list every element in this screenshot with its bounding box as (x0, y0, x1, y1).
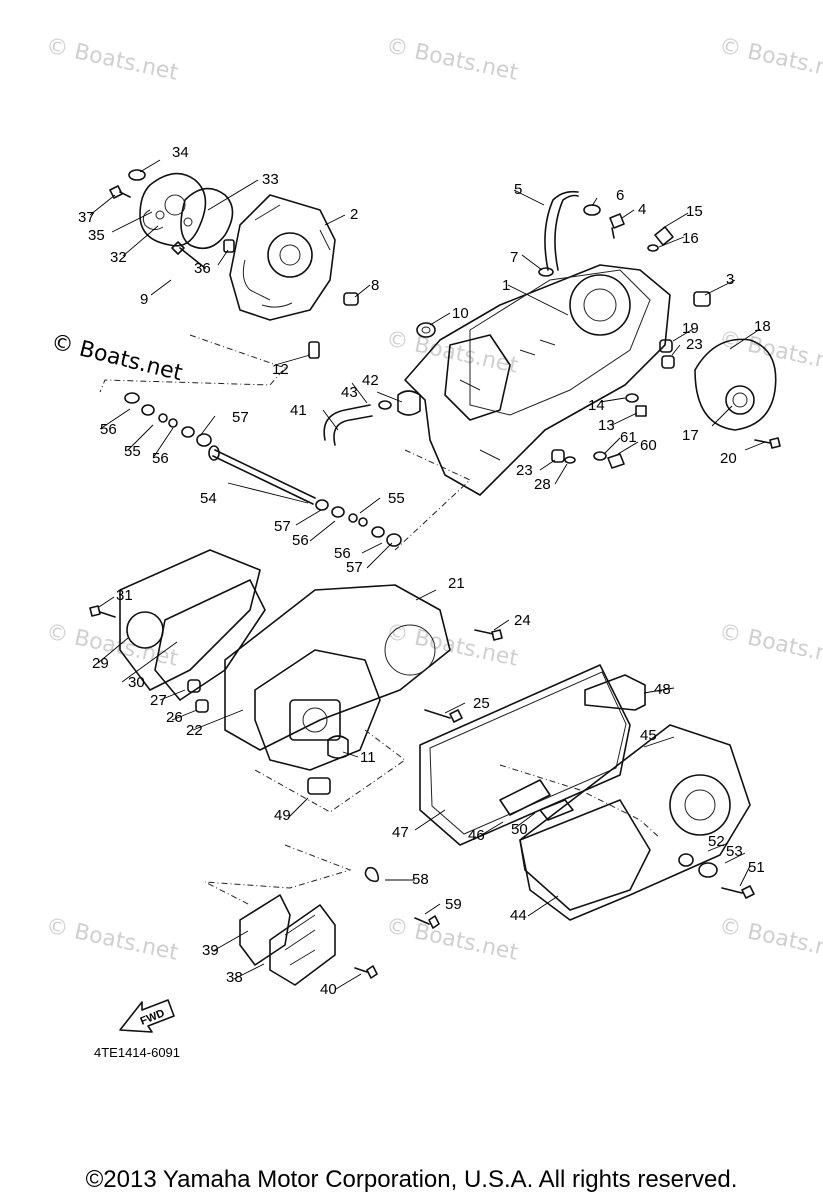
callout-18: 18 (754, 318, 771, 335)
callout-35: 35 (88, 227, 105, 244)
watermark: © Boats.net (384, 913, 521, 965)
callout-54: 54 (200, 490, 217, 507)
callout-8: 8 (371, 277, 379, 294)
callout-52: 52 (708, 833, 725, 850)
diagram-code: 4TE1414-6091 (94, 1045, 180, 1060)
callout-6: 6 (616, 187, 624, 204)
callout-33: 33 (262, 171, 279, 188)
callout-61: 61 (620, 429, 637, 446)
callout-56: 56 (152, 450, 169, 467)
callout-23: 23 (516, 462, 533, 479)
callout-38: 38 (226, 969, 243, 986)
callout-10: 10 (452, 305, 469, 322)
callout-21: 21 (448, 575, 465, 592)
callout-12: 12 (272, 361, 289, 378)
watermark: © Boats.net (44, 913, 181, 965)
overlay-watermark: © Boats.net (49, 330, 186, 387)
callout-49: 49 (274, 807, 291, 824)
callout-1: 1 (502, 277, 510, 294)
callout-58: 58 (412, 871, 429, 888)
callout-15: 15 (686, 203, 703, 220)
callout-57: 57 (346, 559, 363, 576)
callout-4: 4 (638, 201, 646, 218)
callout-28: 28 (534, 476, 551, 493)
callout-48: 48 (654, 681, 671, 698)
watermark: © Boats.net (717, 619, 823, 671)
callout-60: 60 (640, 437, 657, 454)
callout-56: 56 (100, 421, 117, 438)
callout-11: 11 (360, 749, 376, 766)
callout-56: 56 (334, 545, 351, 562)
callout-24: 24 (514, 612, 531, 629)
callout-3: 3 (726, 271, 734, 288)
callout-layer: 34 37 35 32 33 2 36 9 8 12 5 6 4 15 16 7… (78, 144, 771, 998)
copyright-notice: ©2013 Yamaha Motor Corporation, U.S.A. A… (85, 1166, 738, 1193)
callout-46: 46 (468, 827, 485, 844)
callout-41: 41 (290, 402, 307, 419)
callout-44: 44 (510, 907, 527, 924)
callout-20: 20 (720, 450, 737, 467)
callout-55: 55 (388, 490, 405, 507)
callout-45: 45 (640, 727, 657, 744)
watermark: © Boats.net (384, 619, 521, 671)
watermark: © Boats.net (717, 33, 823, 85)
callout-51: 51 (748, 859, 765, 876)
callout-9: 9 (140, 291, 148, 308)
forward-arrow: FWD (119, 999, 175, 1033)
callout-37: 37 (78, 209, 95, 226)
callout-17: 17 (682, 427, 699, 444)
callout-36: 36 (194, 260, 211, 277)
callout-29: 29 (92, 655, 109, 672)
callout-31: 31 (116, 587, 133, 604)
watermark: © Boats.net (384, 33, 521, 85)
callout-26: 26 (166, 709, 183, 726)
watermark-layer: © Boats.net © Boats.net © Boats.net © Bo… (44, 33, 823, 965)
callout-2: 2 (350, 206, 358, 223)
callout-42: 42 (362, 372, 379, 389)
callout-22: 22 (186, 722, 203, 739)
watermark: © Boats.net (44, 33, 181, 85)
callout-39: 39 (202, 942, 219, 959)
callout-40: 40 (320, 981, 337, 998)
callout-14: 14 (588, 397, 605, 414)
callout-7: 7 (510, 249, 518, 266)
callout-53: 53 (726, 843, 743, 860)
callout-57: 57 (232, 409, 249, 426)
callout-19: 19 (682, 320, 699, 337)
callout-30: 30 (128, 674, 145, 691)
watermark: © Boats.net (717, 913, 823, 965)
callout-27: 27 (150, 692, 167, 709)
callout-5: 5 (514, 181, 522, 198)
callout-25: 25 (473, 695, 490, 712)
callout-55: 55 (124, 443, 141, 460)
callout-32: 32 (110, 249, 127, 266)
parts-layer (89, 159, 781, 990)
callout-59: 59 (445, 896, 462, 913)
callout-56: 56 (292, 532, 309, 549)
callout-13: 13 (598, 417, 615, 434)
callout-23: 23 (686, 336, 703, 353)
callout-57: 57 (274, 518, 291, 535)
callout-43: 43 (341, 384, 358, 401)
callout-47: 47 (392, 824, 409, 841)
callout-34: 34 (172, 144, 189, 161)
callout-50: 50 (511, 821, 528, 838)
callout-16: 16 (682, 230, 699, 247)
watermark: © Boats.net (384, 326, 521, 378)
